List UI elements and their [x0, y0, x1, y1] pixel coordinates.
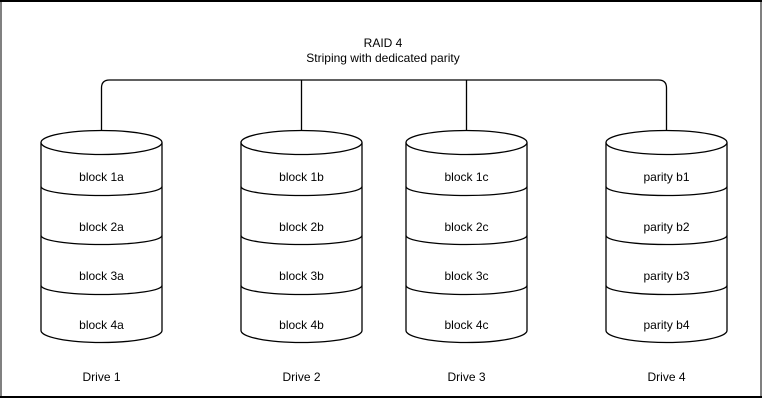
cylinder-divider: [240, 186, 363, 197]
drive-2: block 1b block 2b block 3b block 4b Driv…: [240, 129, 363, 384]
block-label: block 4a: [79, 318, 124, 332]
drive-label: Drive 3: [447, 370, 485, 384]
cylinder-divider: [405, 186, 528, 197]
block-label: block 1a: [79, 170, 124, 184]
border-bottom: [0, 396, 762, 398]
cylinder-divider: [240, 285, 363, 296]
block-label: block 1c: [444, 170, 488, 184]
cylinder-divider: [605, 186, 728, 197]
block-label: block 3b: [279, 269, 324, 283]
drive-label: Drive 2: [282, 370, 320, 384]
drive-3: block 1c block 2c block 3c block 4c Driv…: [405, 129, 528, 384]
cylinder-divider: [40, 235, 163, 246]
cylinder-divider: [605, 285, 728, 296]
drive-cylinder: [405, 142, 528, 344]
cylinder-top: [605, 129, 728, 156]
border-right: [760, 0, 762, 398]
block-label: parity b3: [643, 269, 689, 283]
cylinder-top: [240, 129, 363, 156]
block-label: block 4c: [444, 318, 488, 332]
block-label: parity b2: [643, 220, 689, 234]
drive-4: parity b1 parity b2 parity b3 parity b4 …: [605, 129, 728, 384]
block-label: block 2a: [79, 220, 124, 234]
drive-cylinder: [40, 142, 163, 344]
diagram-title: RAID 4: [364, 36, 403, 50]
cylinder-divider: [240, 235, 363, 246]
block-label: parity b1: [643, 170, 689, 184]
border-top: [0, 0, 762, 2]
block-label: block 2b: [279, 220, 324, 234]
cylinder-top: [40, 129, 163, 156]
drive-1: block 1a block 2a block 3a block 4a Driv…: [40, 129, 163, 384]
block-label: block 4b: [279, 318, 324, 332]
drive-cylinder: [240, 142, 363, 344]
diagram-subtitle: Striping with dedicated parity: [306, 51, 459, 65]
cylinder-divider: [605, 235, 728, 246]
block-label: block 3c: [444, 269, 488, 283]
drive-cylinder: [605, 142, 728, 344]
border-left: [0, 0, 2, 398]
block-label: block 1b: [279, 170, 324, 184]
drive-label: Drive 1: [82, 370, 120, 384]
bus-connector-line: [100, 79, 668, 130]
drive-label: Drive 4: [647, 370, 685, 384]
block-label: parity b4: [643, 318, 689, 332]
block-label: block 2c: [444, 220, 488, 234]
cylinder-divider: [405, 285, 528, 296]
cylinder-divider: [40, 186, 163, 197]
block-label: block 3a: [79, 269, 124, 283]
cylinder-divider: [40, 285, 163, 296]
cylinder-top: [405, 129, 528, 156]
cylinder-divider: [405, 235, 528, 246]
